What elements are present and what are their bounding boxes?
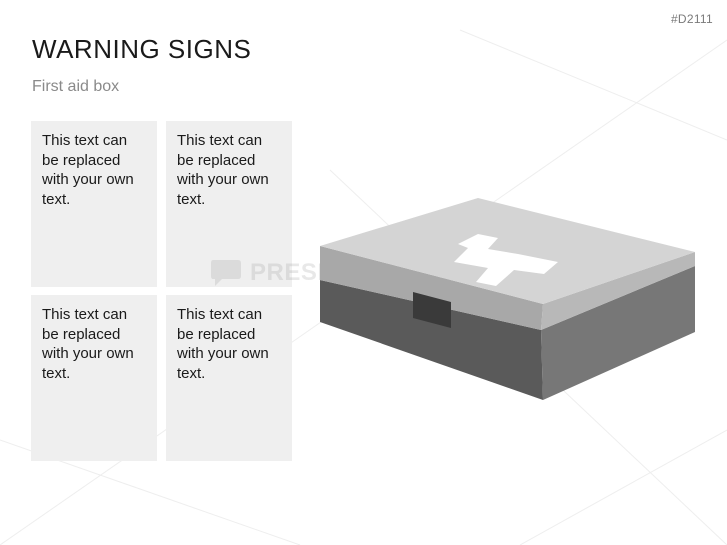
first-aid-box-icon[interactable] [318, 196, 698, 406]
lid-front-edge [320, 246, 543, 330]
slide-id: #D2111 [670, 12, 713, 26]
latch [413, 292, 451, 328]
box-front-face [320, 280, 543, 400]
lid-top [320, 198, 695, 304]
page-subtitle: First aid box [32, 78, 120, 95]
text-box-2-text: This text can be replaced with your own … [177, 132, 269, 208]
watermark-logo-icon [211, 260, 241, 286]
page-title: WARNING SIGNS [32, 34, 252, 64]
text-box-2[interactable]: This text can be replaced with your own … [166, 121, 292, 287]
text-box-4[interactable]: This text can be replaced with your own … [166, 295, 292, 461]
cross-icon [454, 234, 558, 286]
text-box-3-text: This text can be replaced with your own … [42, 306, 134, 382]
text-box-1-text: This text can be replaced with your own … [42, 132, 134, 208]
box-side-face [541, 266, 695, 400]
text-box-1[interactable]: This text can be replaced with your own … [31, 121, 157, 287]
lid-side-edge [541, 252, 695, 330]
text-box-4-text: This text can be replaced with your own … [177, 306, 269, 382]
text-box-3[interactable]: This text can be replaced with your own … [31, 295, 157, 461]
